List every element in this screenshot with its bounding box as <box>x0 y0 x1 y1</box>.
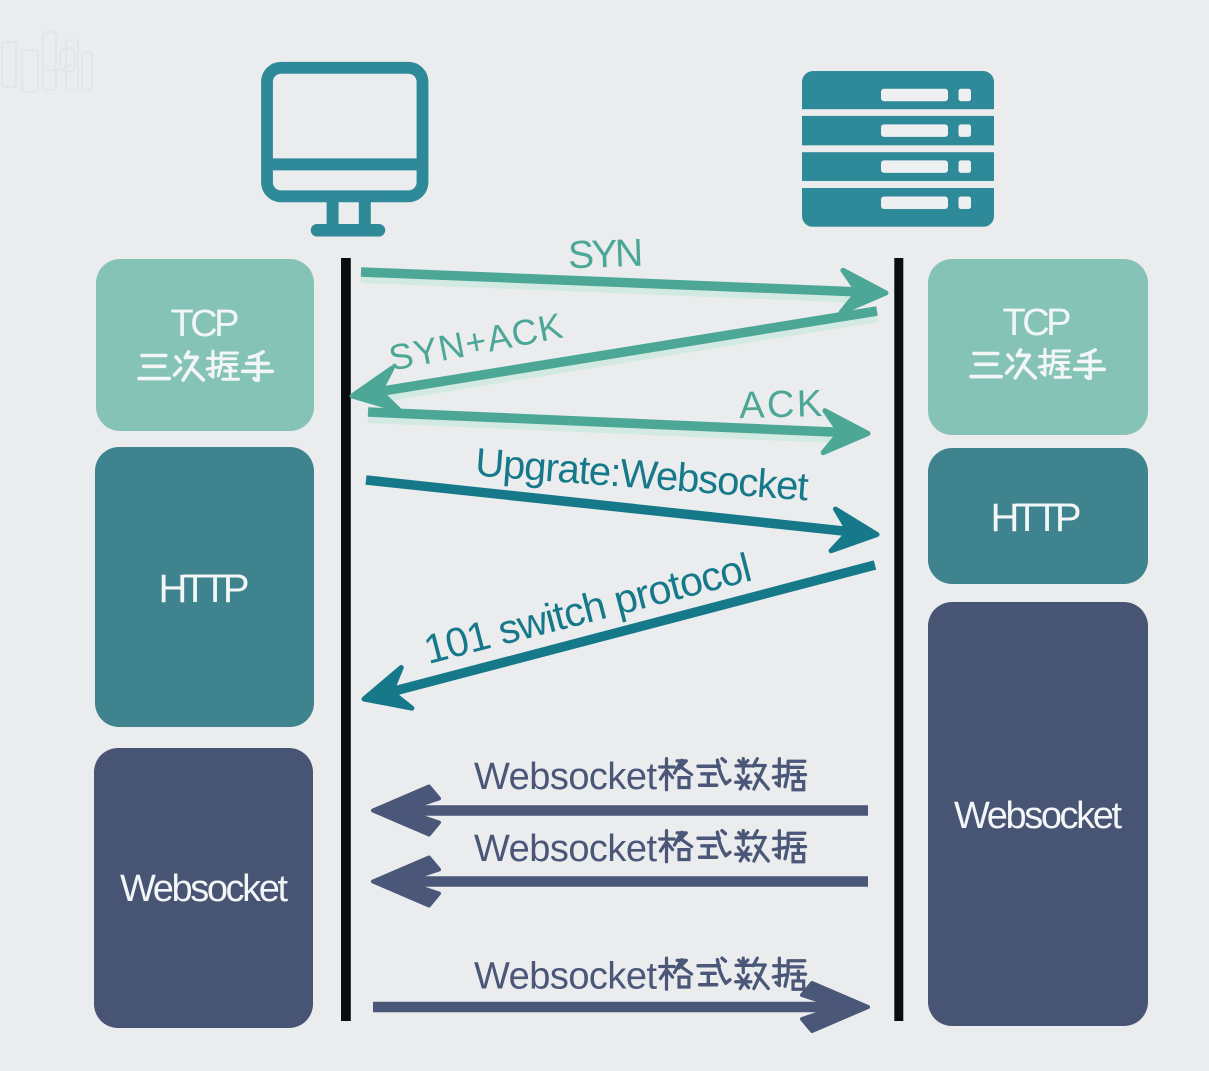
svg-text:TCP: TCP <box>171 303 240 345</box>
svg-text:Websocket: Websocket <box>474 956 657 998</box>
svg-text:Websocket: Websocket <box>120 868 288 910</box>
svg-text:Websocket: Websocket <box>954 795 1122 837</box>
svg-text:ACK: ACK <box>739 383 823 427</box>
svg-text:Websocket: Websocket <box>474 828 657 870</box>
svg-text:Websocket: Websocket <box>474 756 657 798</box>
svg-text:HTTP: HTTP <box>991 496 1082 540</box>
svg-text:SYN: SYN <box>567 232 643 278</box>
svg-text:HTTP: HTTP <box>159 567 250 611</box>
svg-text:TCP: TCP <box>1003 302 1072 344</box>
